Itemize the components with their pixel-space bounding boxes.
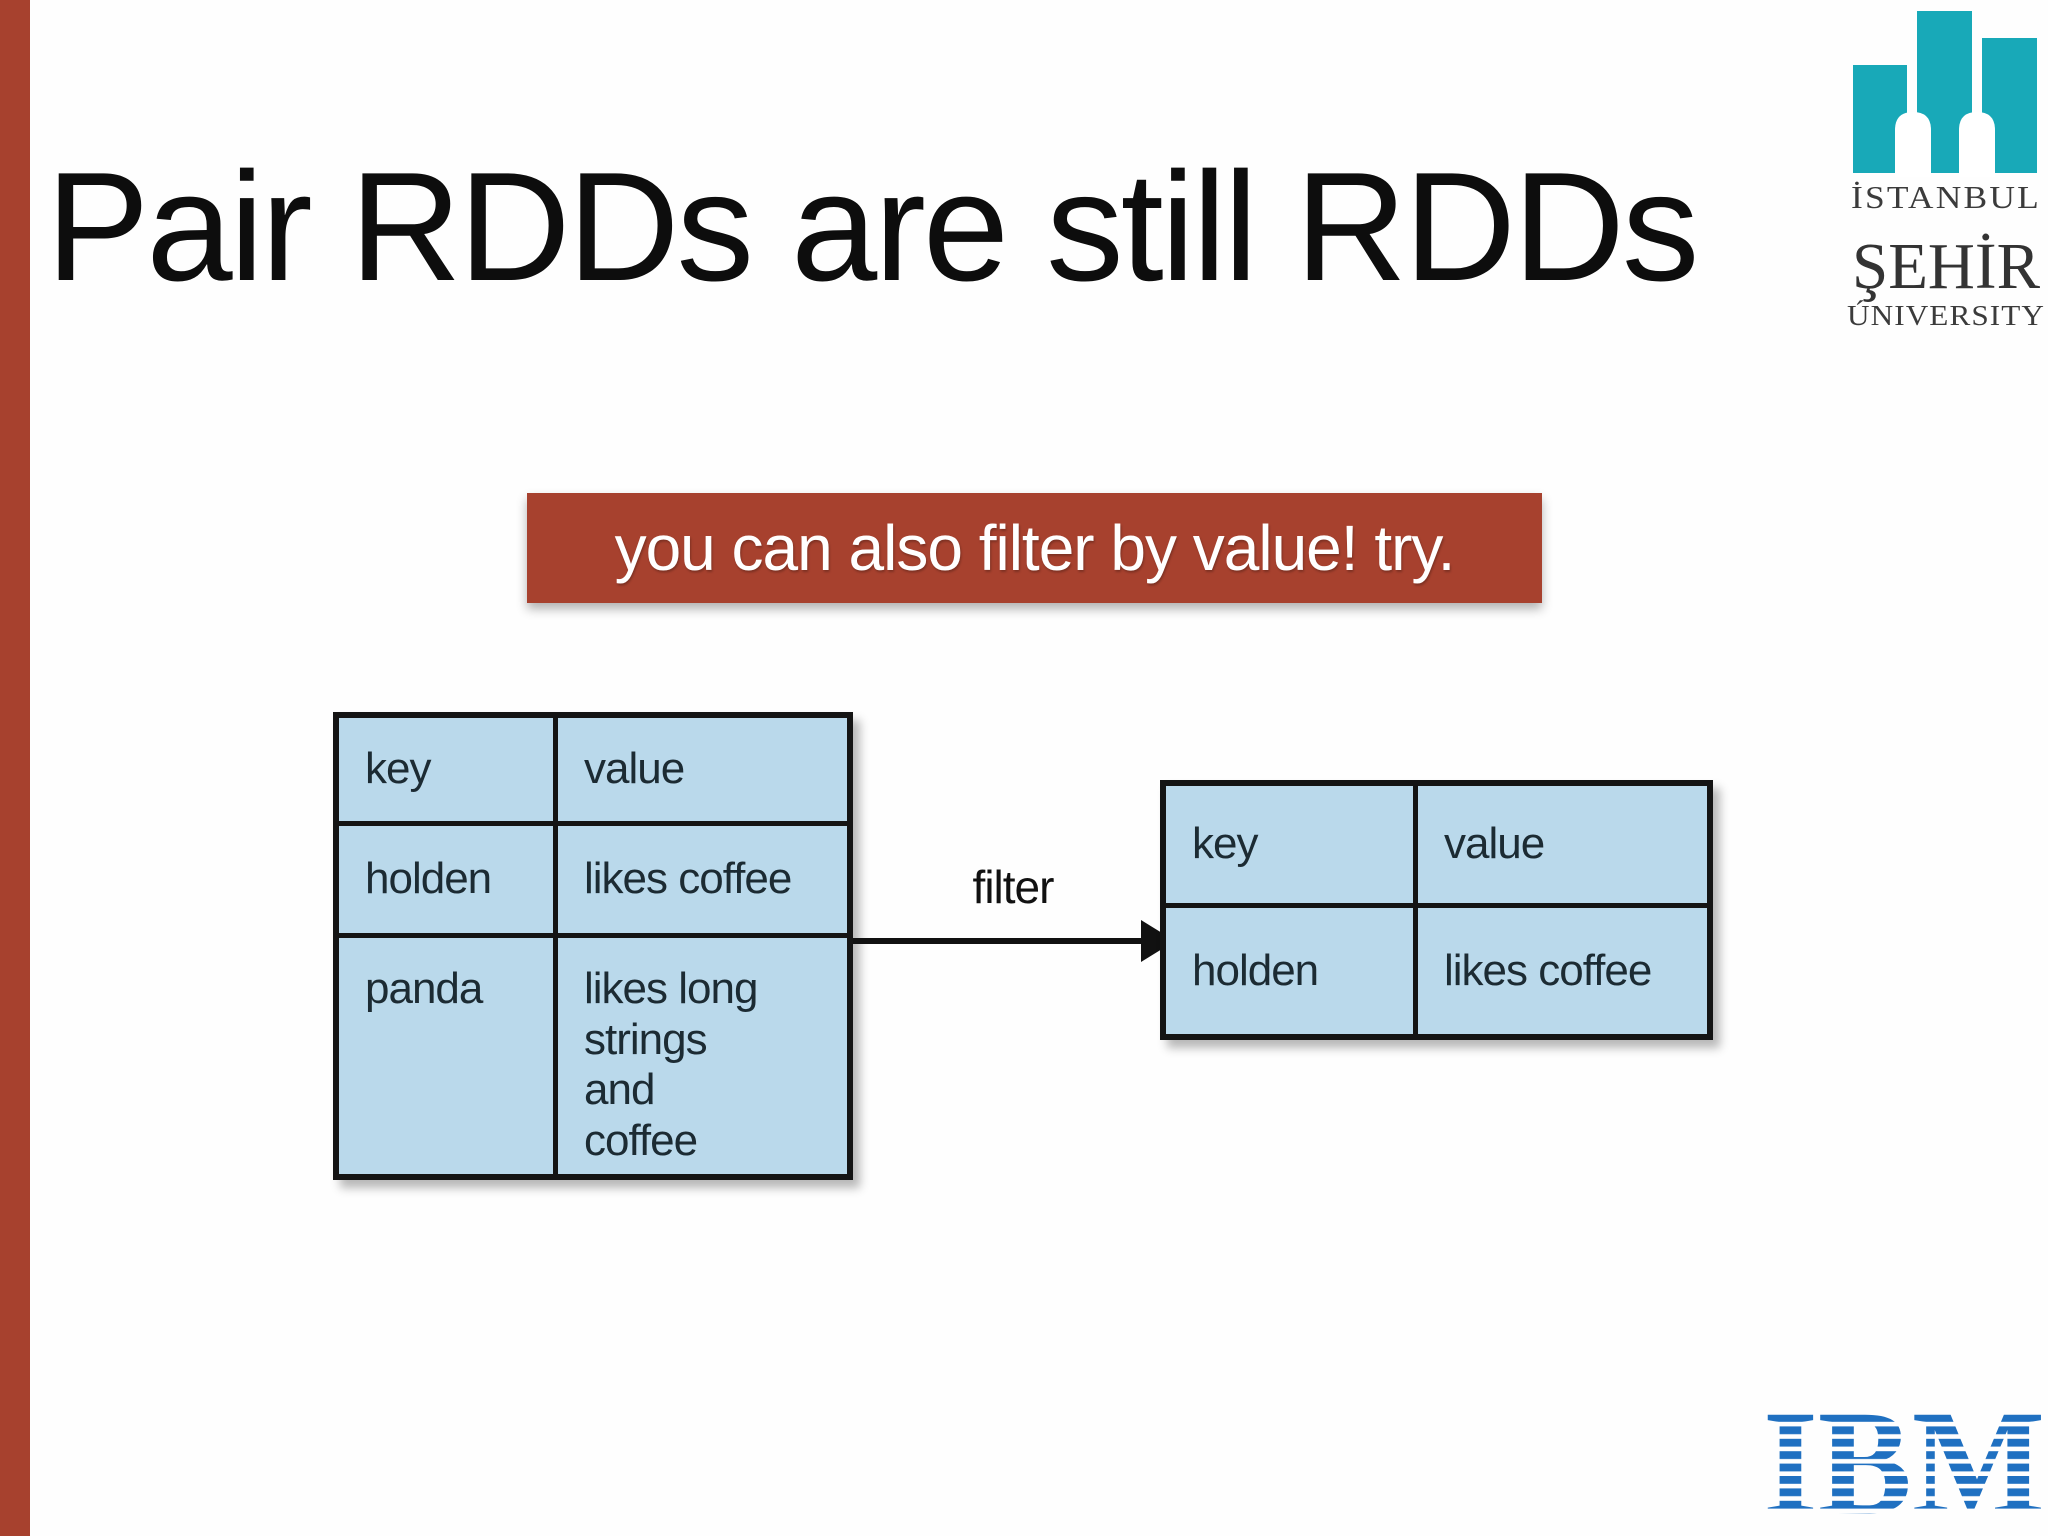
sehir-university-mark-icon: İSTANBUL ŞEHİR ÚNIVERSITY: [1847, 11, 2045, 332]
filter-arrow-label: filter: [972, 861, 1055, 913]
sehir-logo-line1: İSTANBUL: [1851, 179, 2041, 215]
table-header-cell: value: [558, 718, 847, 821]
callout-banner-text: you can also filter by value! try.: [614, 512, 1456, 584]
table-cell: likes long strings and coffee: [558, 938, 847, 1174]
table-cell: holden: [1166, 908, 1413, 1034]
table-header-cell: key: [339, 718, 553, 821]
table-cell: holden: [339, 826, 553, 933]
callout-banner: you can also filter by value! try.: [527, 493, 1542, 603]
ibm-logo: IBM: [1763, 1380, 2047, 1536]
sehir-university-logo: İSTANBUL ŞEHİR ÚNIVERSITY: [1845, 5, 2047, 335]
ibm-logo-text: IBM: [1763, 1403, 2045, 1523]
source-pair-rdd-table: key value holden likes coffee panda like…: [333, 712, 853, 1180]
sehir-logo-line3: ÚNIVERSITY: [1847, 299, 2045, 332]
table-cell: likes coffee: [558, 826, 847, 933]
arrow-line: [853, 938, 1145, 944]
page-title: Pair RDDs are still RDDs: [46, 140, 1699, 313]
left-edge-stripe: [0, 0, 30, 1536]
table-cell: likes coffee: [1418, 908, 1707, 1034]
filtered-pair-rdd-table: key value holden likes coffee: [1160, 780, 1713, 1040]
table-header-cell: key: [1166, 786, 1413, 903]
table-cell: panda: [339, 938, 553, 1174]
table-header-cell: value: [1418, 786, 1707, 903]
ibm-logo-icon: IBM: [1763, 1380, 2045, 1536]
sehir-logo-line2: ŞEHİR: [1852, 230, 2040, 303]
filter-arrow: filter: [853, 860, 1175, 970]
